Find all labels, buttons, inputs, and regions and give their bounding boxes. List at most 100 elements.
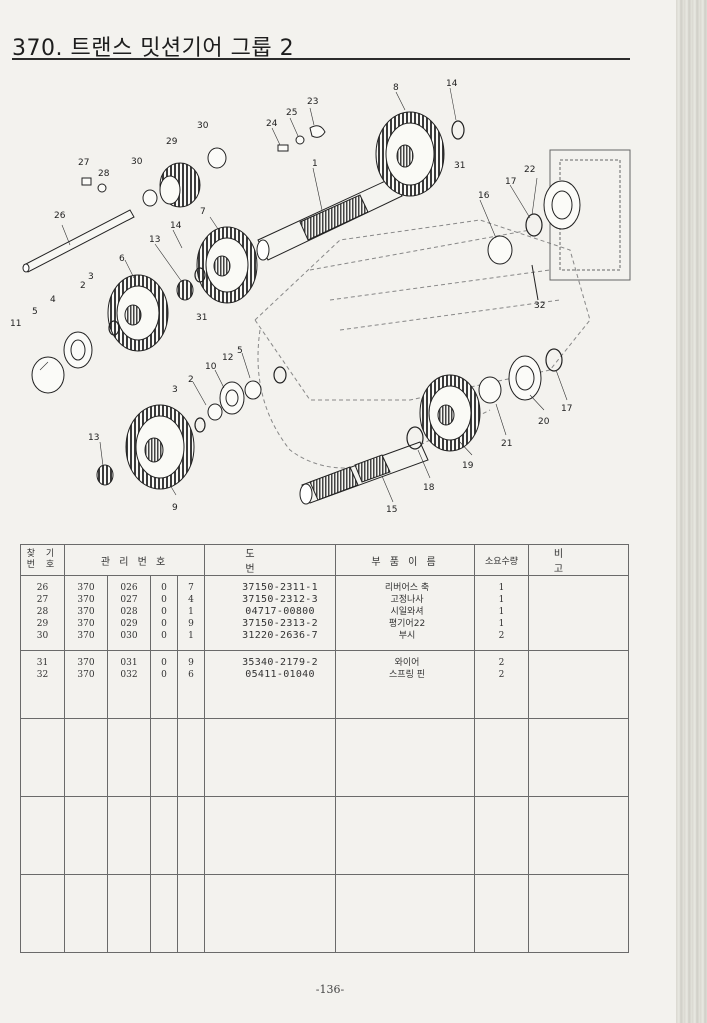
find-no-top: 찾 기 xyxy=(26,549,59,559)
table-cell: 0 xyxy=(150,576,178,594)
diagram-shape xyxy=(39,361,49,371)
gear-19 xyxy=(419,374,481,452)
table-cell: 370 xyxy=(64,649,108,669)
table-cell: 032 xyxy=(107,668,151,719)
callout-25: 25 xyxy=(286,108,297,118)
callout-10: 10 xyxy=(205,362,217,372)
main-shaft xyxy=(256,177,403,261)
table-cell xyxy=(528,576,630,594)
diagram-shape xyxy=(395,91,406,111)
col-remarks: 비 고 xyxy=(528,544,630,576)
table-cell: 32 xyxy=(20,668,65,719)
table-cell: 35340-2179-2 xyxy=(204,649,337,669)
table-cell xyxy=(204,718,337,797)
callout-3-upper: 3 xyxy=(88,272,94,282)
table-cell xyxy=(204,874,337,953)
diagram-shape xyxy=(271,127,281,146)
diagram-shape xyxy=(277,144,289,152)
table-cell: 0 xyxy=(150,618,178,630)
table-cell: 2 xyxy=(474,668,530,719)
callout-26: 26 xyxy=(54,211,66,221)
table-cell xyxy=(64,796,108,875)
diagram-shape xyxy=(61,224,71,246)
diagram-shape xyxy=(99,441,104,467)
table-cell: 1 xyxy=(176,606,206,618)
diagram-shape xyxy=(207,147,227,169)
table-cell xyxy=(528,618,630,630)
table-cell: 026 xyxy=(107,576,151,594)
table-cell: 31220-2636-7 xyxy=(204,630,337,650)
diagram-shape xyxy=(309,107,315,126)
find-no-bottom: 번 호 xyxy=(26,560,59,570)
callout-15: 15 xyxy=(386,505,397,515)
callout-17-lower: 17 xyxy=(561,404,572,414)
table-cell: 평기어22 xyxy=(335,618,476,630)
callout-21: 21 xyxy=(501,439,512,449)
diagram-shape xyxy=(209,216,221,233)
diagram-shape xyxy=(354,454,391,483)
table-cell: 04717-00800 xyxy=(204,606,337,618)
diagram-shape xyxy=(194,417,206,433)
col-drawing-no: 도 번 xyxy=(204,544,337,576)
callout-20: 20 xyxy=(538,417,550,427)
table-cell: 370 xyxy=(64,668,108,719)
callout-24: 24 xyxy=(266,119,278,129)
table-cell: 6 xyxy=(176,668,206,719)
table-cell xyxy=(150,874,178,953)
callout-31-upper: 31 xyxy=(454,161,465,171)
housing-outline xyxy=(254,219,591,469)
diagram-shape xyxy=(312,167,323,211)
diagram-shape xyxy=(525,213,543,237)
diagram-shape xyxy=(169,484,177,496)
callout-27: 27 xyxy=(78,158,89,168)
table-cell: 37150-2313-2 xyxy=(204,618,337,630)
table-cell xyxy=(474,718,530,797)
callout-1: 1 xyxy=(312,159,318,169)
diagram-shape xyxy=(31,356,65,394)
table-cell xyxy=(528,649,630,669)
diagram-shape xyxy=(309,466,359,501)
diagram-shape xyxy=(159,175,181,205)
callout-11: 11 xyxy=(10,319,21,329)
diagram-shape xyxy=(487,235,513,265)
table-cell xyxy=(150,718,178,797)
reverse-shaft xyxy=(22,209,135,273)
diagram-shape xyxy=(97,183,107,193)
table-cell: 1 xyxy=(176,630,206,650)
diagram-shape xyxy=(396,144,414,168)
diagram-shape xyxy=(244,380,262,400)
diagram-shape xyxy=(295,135,305,145)
diagram-shape xyxy=(254,219,591,401)
col-find-no: 찾 기 번 호 xyxy=(20,544,65,576)
diagram-shape xyxy=(406,426,424,450)
diagram-shape xyxy=(225,389,239,407)
diagram-shape xyxy=(309,125,326,138)
col-control-no: 관 리 번 호 xyxy=(63,544,206,576)
page-number: -136- xyxy=(315,983,345,996)
table-cell xyxy=(474,796,530,875)
exploded-diagram-svg: 1 2 2 3 3 4 5 5 6 7 8 9 10 11 12 13 13 1… xyxy=(10,79,631,515)
callout-4: 4 xyxy=(50,295,56,305)
diagram-shape xyxy=(192,381,207,406)
diagram-shape xyxy=(531,177,538,216)
diagram-shape xyxy=(479,199,497,239)
table-cell: 29 xyxy=(20,618,65,630)
callout-8: 8 xyxy=(393,83,399,93)
gear-8 xyxy=(375,111,445,197)
callout-30-upper: 30 xyxy=(197,121,209,131)
table-cell xyxy=(528,606,630,618)
callout-23: 23 xyxy=(307,97,318,107)
table-cell: 1 xyxy=(474,606,530,618)
empty-row xyxy=(20,718,630,797)
callout-16: 16 xyxy=(478,191,490,201)
table-cell: 370 xyxy=(64,618,108,630)
callout-13-upper: 13 xyxy=(149,235,160,245)
table-cell: 370 xyxy=(64,630,108,650)
table-cell: 030 xyxy=(107,630,151,650)
table-cell xyxy=(528,874,630,953)
table-cell xyxy=(64,874,108,953)
table-cell xyxy=(204,796,337,875)
empty-row xyxy=(20,796,630,875)
callout-12: 12 xyxy=(222,353,233,363)
